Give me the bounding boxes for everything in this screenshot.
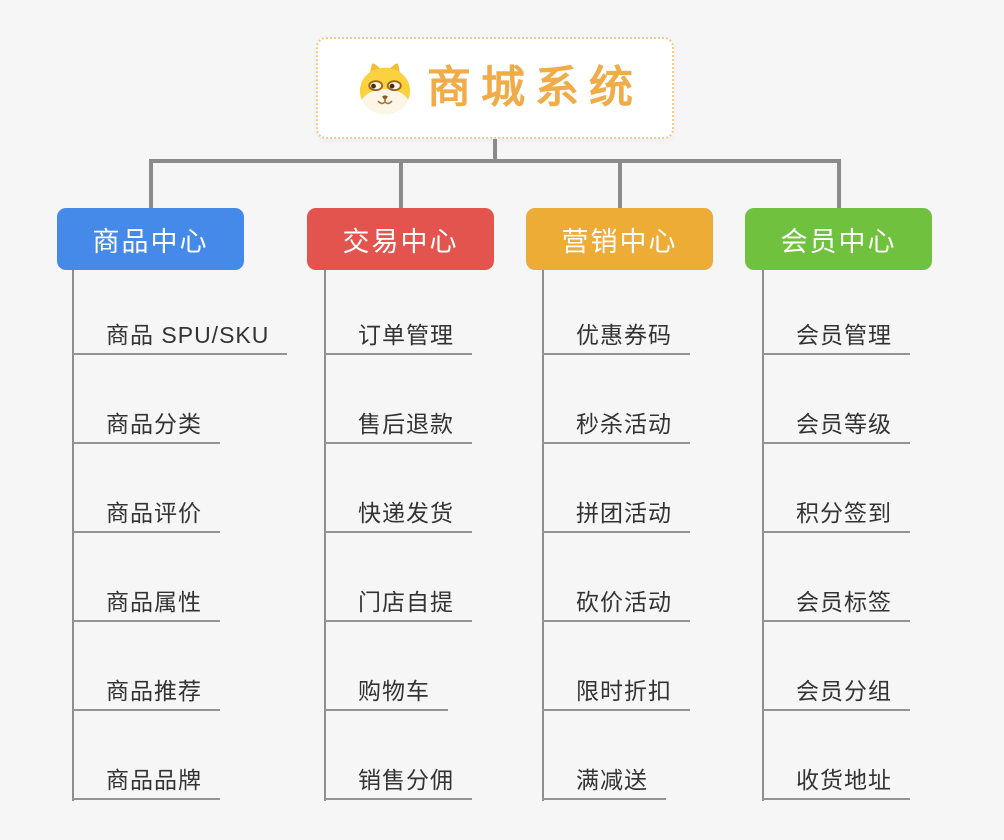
connector-child-rail	[762, 270, 764, 801]
connector-bus	[149, 159, 840, 163]
branch-node-product-center[interactable]: 商品中心	[57, 208, 244, 270]
root-title: 商城系统	[427, 63, 643, 112]
leaf-node-label[interactable]: 售后退款	[324, 411, 472, 444]
leaf-node-label[interactable]: 收货地址	[762, 767, 910, 800]
connector-branch-stub	[399, 159, 403, 209]
leaf-node-label[interactable]: 门店自提	[324, 589, 472, 622]
leaf-node: 商品品牌	[72, 711, 322, 800]
leaf-node-label[interactable]: 商品 SPU/SKU	[72, 322, 288, 355]
leaf-node-label[interactable]: 商品评价	[72, 500, 220, 533]
dog-icon	[359, 63, 411, 114]
connector-branch-stub	[149, 159, 153, 209]
branch-children-trade-center: 订单管理 售后退款 快递发货 门店自提 购物车 销售分佣	[324, 270, 574, 800]
leaf-node: 会员管理	[762, 270, 1004, 355]
leaf-node: 砍价活动	[542, 533, 792, 622]
connector-child-rail	[324, 270, 326, 801]
connector-child-rail	[72, 270, 74, 801]
leaf-node-label[interactable]: 商品属性	[72, 589, 220, 622]
branch-children-member-center: 会员管理 会员等级 积分签到 会员标签 会员分组 收货地址	[762, 270, 1004, 800]
leaf-node-label[interactable]: 会员分组	[762, 678, 910, 711]
connector-root-stub	[493, 139, 497, 160]
leaf-node: 购物车	[324, 622, 574, 711]
leaf-node-label[interactable]: 会员等级	[762, 411, 910, 444]
leaf-node: 商品分类	[72, 355, 322, 444]
leaf-node: 商品推荐	[72, 622, 322, 711]
leaf-node-label[interactable]: 快递发货	[324, 500, 472, 533]
leaf-node-label[interactable]: 销售分佣	[324, 767, 472, 800]
root-node[interactable]: 商城系统	[316, 37, 674, 139]
leaf-node-label[interactable]: 购物车	[324, 678, 448, 711]
connector-branch-stub	[618, 159, 622, 209]
branch-node-member-center[interactable]: 会员中心	[745, 208, 932, 270]
leaf-node: 拼团活动	[542, 444, 792, 533]
leaf-node-label[interactable]: 限时折扣	[542, 678, 690, 711]
leaf-node: 收货地址	[762, 711, 1004, 800]
leaf-node: 售后退款	[324, 355, 574, 444]
connector-branch-stub	[837, 159, 841, 209]
leaf-node-label[interactable]: 商品推荐	[72, 678, 220, 711]
leaf-node-label[interactable]: 会员标签	[762, 589, 910, 622]
branch-node-marketing-center[interactable]: 营销中心	[526, 208, 713, 270]
leaf-node-label[interactable]: 满减送	[542, 767, 666, 800]
leaf-node: 限时折扣	[542, 622, 792, 711]
leaf-node: 会员等级	[762, 355, 1004, 444]
leaf-node: 订单管理	[324, 270, 574, 355]
leaf-node: 销售分佣	[324, 711, 574, 800]
leaf-node-label[interactable]: 砍价活动	[542, 589, 690, 622]
leaf-node: 会员标签	[762, 533, 1004, 622]
leaf-node: 优惠券码	[542, 270, 792, 355]
leaf-node-label[interactable]: 订单管理	[324, 322, 472, 355]
leaf-node: 商品评价	[72, 444, 322, 533]
leaf-node-label[interactable]: 积分签到	[762, 500, 910, 533]
leaf-node: 门店自提	[324, 533, 574, 622]
branch-node-trade-center[interactable]: 交易中心	[307, 208, 494, 270]
connector-child-rail	[542, 270, 544, 801]
leaf-node-label[interactable]: 会员管理	[762, 322, 910, 355]
leaf-node: 商品属性	[72, 533, 322, 622]
leaf-node: 秒杀活动	[542, 355, 792, 444]
leaf-node-label[interactable]: 商品品牌	[72, 767, 220, 800]
branch-children-product-center: 商品 SPU/SKU 商品分类 商品评价 商品属性 商品推荐 商品品牌	[72, 270, 322, 800]
leaf-node: 快递发货	[324, 444, 574, 533]
leaf-node-label[interactable]: 商品分类	[72, 411, 220, 444]
branch-children-marketing-center: 优惠券码 秒杀活动 拼团活动 砍价活动 限时折扣 满减送	[542, 270, 792, 800]
leaf-node: 满减送	[542, 711, 792, 800]
leaf-node: 商品 SPU/SKU	[72, 270, 322, 355]
leaf-node-label[interactable]: 拼团活动	[542, 500, 690, 533]
leaf-node: 积分签到	[762, 444, 1004, 533]
leaf-node: 会员分组	[762, 622, 1004, 711]
leaf-node-label[interactable]: 秒杀活动	[542, 411, 690, 444]
leaf-node-label[interactable]: 优惠券码	[542, 322, 690, 355]
